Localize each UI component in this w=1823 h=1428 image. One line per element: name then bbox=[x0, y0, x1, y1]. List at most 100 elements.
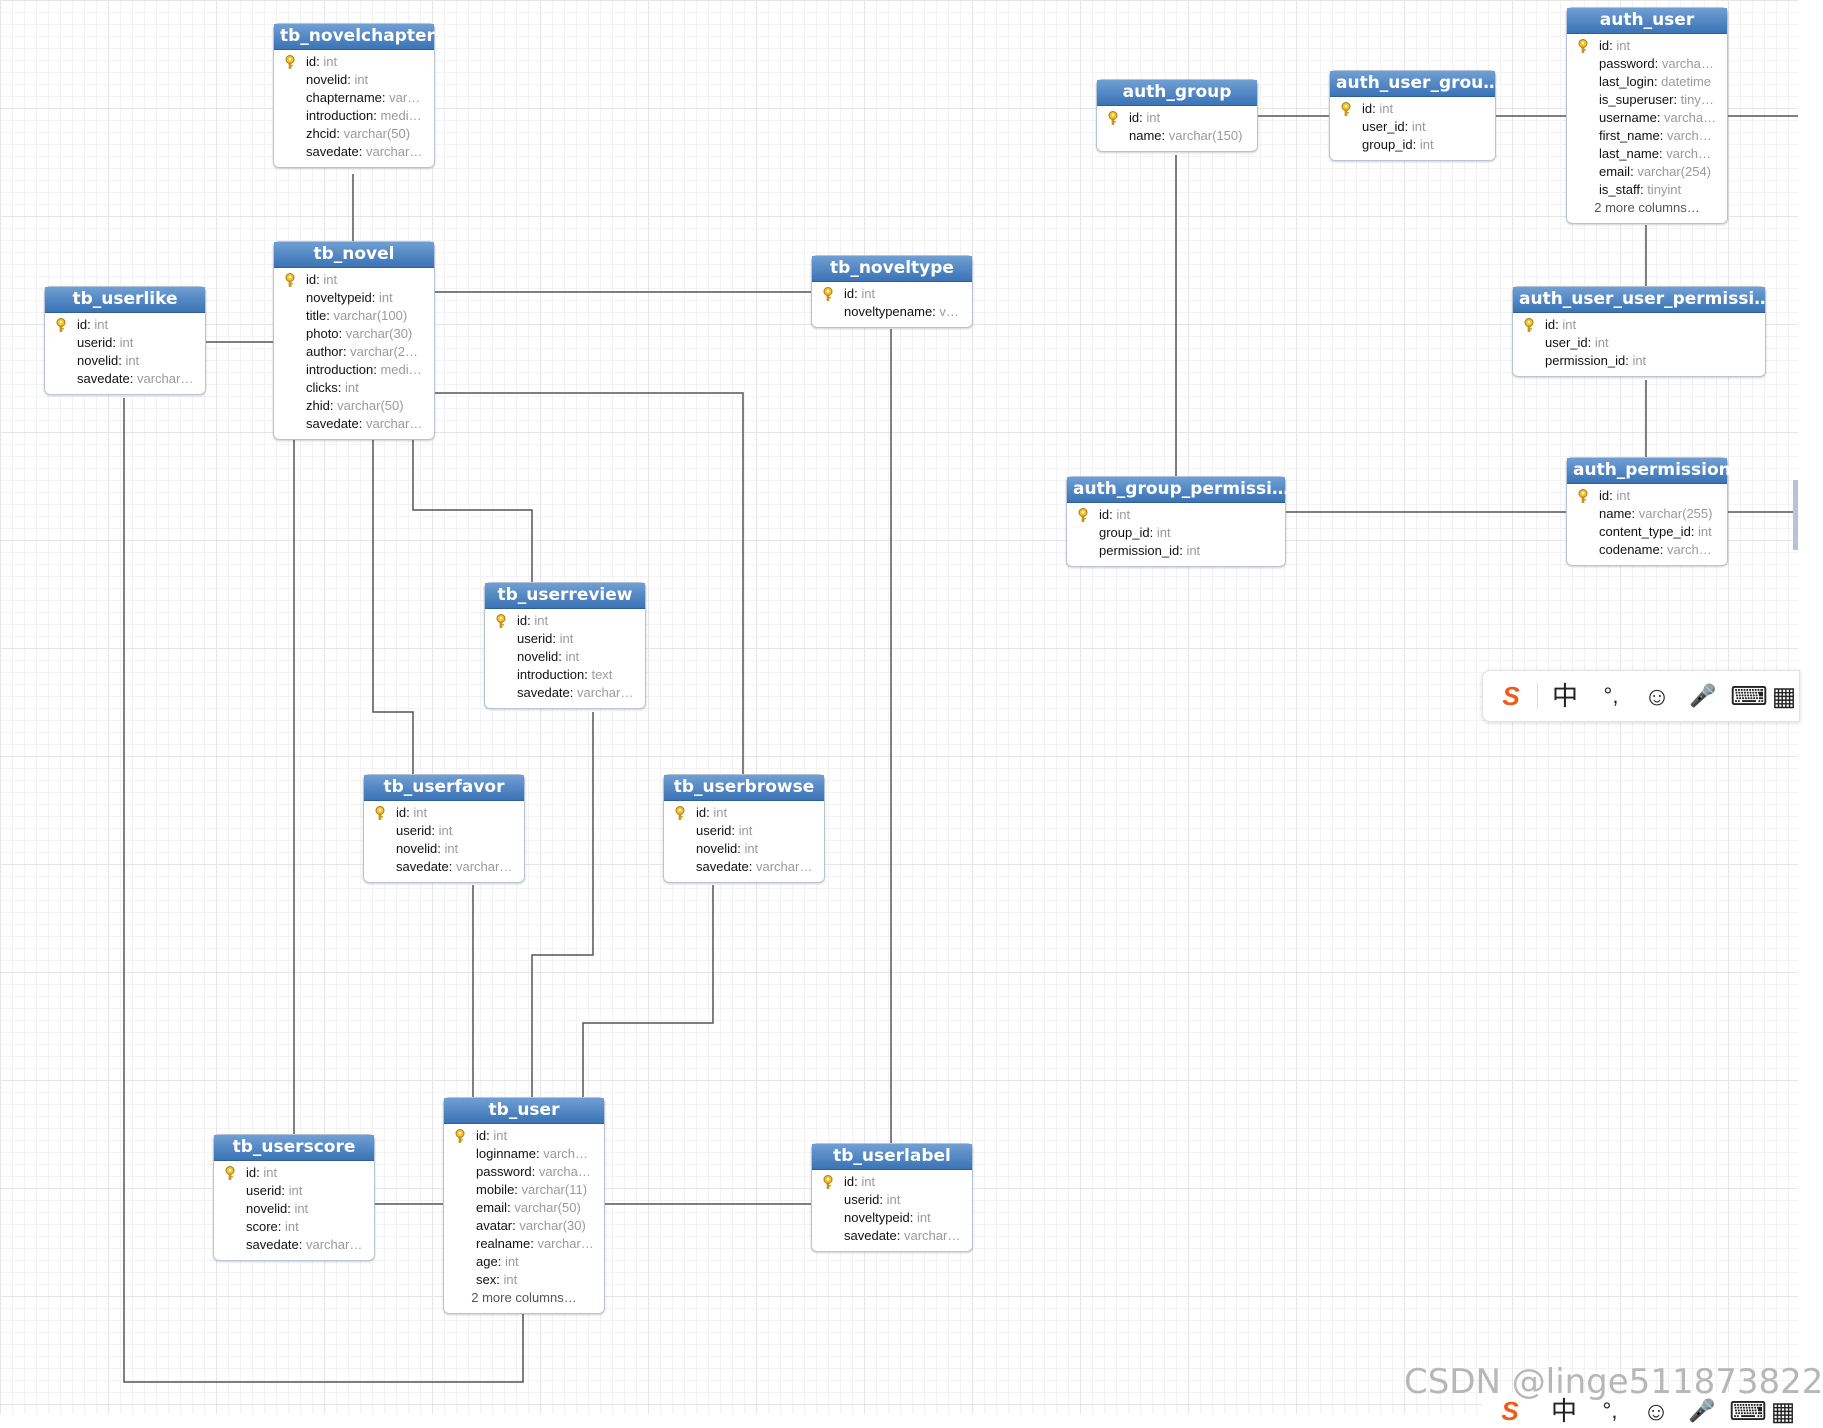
column-row[interactable]: savedate: varchar… bbox=[220, 1236, 368, 1254]
column-row[interactable]: group_id: int bbox=[1336, 136, 1489, 154]
column-row[interactable]: noveltypeid: int bbox=[280, 289, 428, 307]
column-row[interactable]: photo: varchar(30) bbox=[280, 325, 428, 343]
column-row[interactable]: savedate: varchar… bbox=[51, 370, 199, 388]
column-row[interactable]: id: int bbox=[220, 1164, 368, 1182]
column-row[interactable]: userid: int bbox=[220, 1182, 368, 1200]
column-row[interactable]: novelid: int bbox=[280, 71, 428, 89]
column-row[interactable]: userid: int bbox=[491, 630, 639, 648]
column-row[interactable]: savedate: varchar… bbox=[491, 684, 639, 702]
column-row[interactable]: novelid: int bbox=[670, 840, 818, 858]
column-row[interactable]: id: int bbox=[1573, 37, 1721, 55]
table-title[interactable]: tb_userfavor bbox=[364, 775, 524, 801]
column-row[interactable]: id: int bbox=[670, 804, 818, 822]
ime-logo-icon[interactable]: S bbox=[1502, 681, 1520, 711]
column-row[interactable]: novelid: int bbox=[51, 352, 199, 370]
ime-voice-icon[interactable]: 🎤 bbox=[1689, 683, 1717, 708]
table-title[interactable]: auth_user bbox=[1567, 8, 1727, 34]
table-title[interactable]: auth_group_permissi… bbox=[1067, 477, 1289, 503]
column-row[interactable]: id: int bbox=[51, 316, 199, 334]
column-row[interactable]: id: int bbox=[1573, 487, 1721, 505]
column-row[interactable]: zhid: varchar(50) bbox=[280, 397, 428, 415]
column-row[interactable]: name: varchar(150) bbox=[1103, 127, 1251, 145]
column-row[interactable]: realname: varchar… bbox=[450, 1235, 598, 1253]
column-row[interactable]: id: int bbox=[280, 271, 428, 289]
column-row[interactable]: user_id: int bbox=[1336, 118, 1489, 136]
column-row[interactable]: introduction: medi… bbox=[280, 107, 428, 125]
table-title[interactable]: tb_novelchapter bbox=[274, 24, 435, 50]
column-row[interactable]: savedate: varchar… bbox=[370, 858, 518, 876]
table-title[interactable]: tb_noveltype bbox=[812, 256, 972, 282]
column-row[interactable]: userid: int bbox=[51, 334, 199, 352]
column-row[interactable]: introduction: text bbox=[491, 666, 639, 684]
column-row[interactable]: noveltypename: v… bbox=[818, 303, 966, 321]
column-row[interactable]: content_type_id: int bbox=[1573, 523, 1721, 541]
column-row[interactable]: permission_id: int bbox=[1519, 352, 1759, 370]
table-title[interactable]: tb_novel bbox=[274, 242, 434, 268]
column-row[interactable]: novelid: int bbox=[491, 648, 639, 666]
column-row[interactable]: id: int bbox=[818, 1173, 966, 1191]
column-row[interactable]: permission_id: int bbox=[1073, 542, 1279, 560]
column-row[interactable]: group_id: int bbox=[1073, 524, 1279, 542]
table-title[interactable]: auth_user_user_permissi… bbox=[1513, 287, 1771, 313]
table-title[interactable]: auth_permission bbox=[1567, 458, 1731, 484]
ime-punctuation-icon[interactable]: °, bbox=[1603, 683, 1619, 708]
column-row[interactable]: password: varcha… bbox=[1573, 55, 1721, 73]
column-row[interactable]: userid: int bbox=[818, 1191, 966, 1209]
column-row[interactable]: id: int bbox=[1519, 316, 1759, 334]
column-row[interactable]: email: varchar(50) bbox=[450, 1199, 598, 1217]
column-row[interactable]: novelid: int bbox=[370, 840, 518, 858]
column-row[interactable]: codename: varch… bbox=[1573, 541, 1721, 559]
table-title[interactable]: tb_userlabel bbox=[812, 1144, 972, 1170]
column-row[interactable]: name: varchar(255) bbox=[1573, 505, 1721, 523]
column-row[interactable]: id: int bbox=[280, 53, 428, 71]
column-row[interactable]: userid: int bbox=[670, 822, 818, 840]
column-row[interactable]: last_login: datetime bbox=[1573, 73, 1721, 91]
ime-emoji-icon[interactable]: ☺ bbox=[1643, 681, 1671, 711]
column-row[interactable]: id: int bbox=[1336, 100, 1489, 118]
column-row[interactable]: last_name: varch… bbox=[1573, 145, 1721, 163]
column-row[interactable]: id: int bbox=[1073, 506, 1279, 524]
column-row[interactable]: avatar: varchar(30) bbox=[450, 1217, 598, 1235]
column-row[interactable]: username: varcha… bbox=[1573, 109, 1721, 127]
table-title[interactable]: tb_userscore bbox=[214, 1135, 374, 1161]
column-row[interactable]: noveltypeid: int bbox=[818, 1209, 966, 1227]
column-row[interactable]: userid: int bbox=[370, 822, 518, 840]
column-row[interactable]: first_name: varch… bbox=[1573, 127, 1721, 145]
column-row[interactable]: novelid: int bbox=[220, 1200, 368, 1218]
ime-toolbar[interactable]: S 中 °, ☺ 🎤 ⌨ ▦ bbox=[1482, 670, 1800, 722]
ime-chinese-mode-icon[interactable]: 中 bbox=[1551, 681, 1578, 711]
column-row[interactable]: savedate: varchar… bbox=[280, 415, 428, 433]
more-columns-link[interactable]: 2 more columns… bbox=[1594, 200, 1700, 215]
table-title[interactable]: tb_userbrowse bbox=[664, 775, 824, 801]
table-title[interactable]: auth_user_grou… bbox=[1330, 71, 1500, 97]
ime-keyboard-icon[interactable]: ⌨ bbox=[1730, 681, 1768, 711]
column-row[interactable]: id: int bbox=[491, 612, 639, 630]
column-row[interactable]: loginname: varch… bbox=[450, 1145, 598, 1163]
column-row[interactable]: clicks: int bbox=[280, 379, 428, 397]
column-row[interactable]: zhcid: varchar(50) bbox=[280, 125, 428, 143]
table-title[interactable]: tb_user bbox=[444, 1098, 604, 1124]
column-row[interactable]: is_superuser: tiny… bbox=[1573, 91, 1721, 109]
column-row[interactable]: id: int bbox=[450, 1127, 598, 1145]
column-row[interactable]: savedate: varchar… bbox=[818, 1227, 966, 1245]
column-row[interactable]: title: varchar(100) bbox=[280, 307, 428, 325]
column-row[interactable]: introduction: medi… bbox=[280, 361, 428, 379]
more-columns-link[interactable]: 2 more columns… bbox=[471, 1290, 577, 1305]
column-row[interactable]: age: int bbox=[450, 1253, 598, 1271]
table-title[interactable]: tb_userlike bbox=[45, 287, 205, 313]
column-row[interactable]: savedate: varchar… bbox=[670, 858, 818, 876]
ime-more-icon[interactable]: ▦ bbox=[1771, 681, 1797, 711]
